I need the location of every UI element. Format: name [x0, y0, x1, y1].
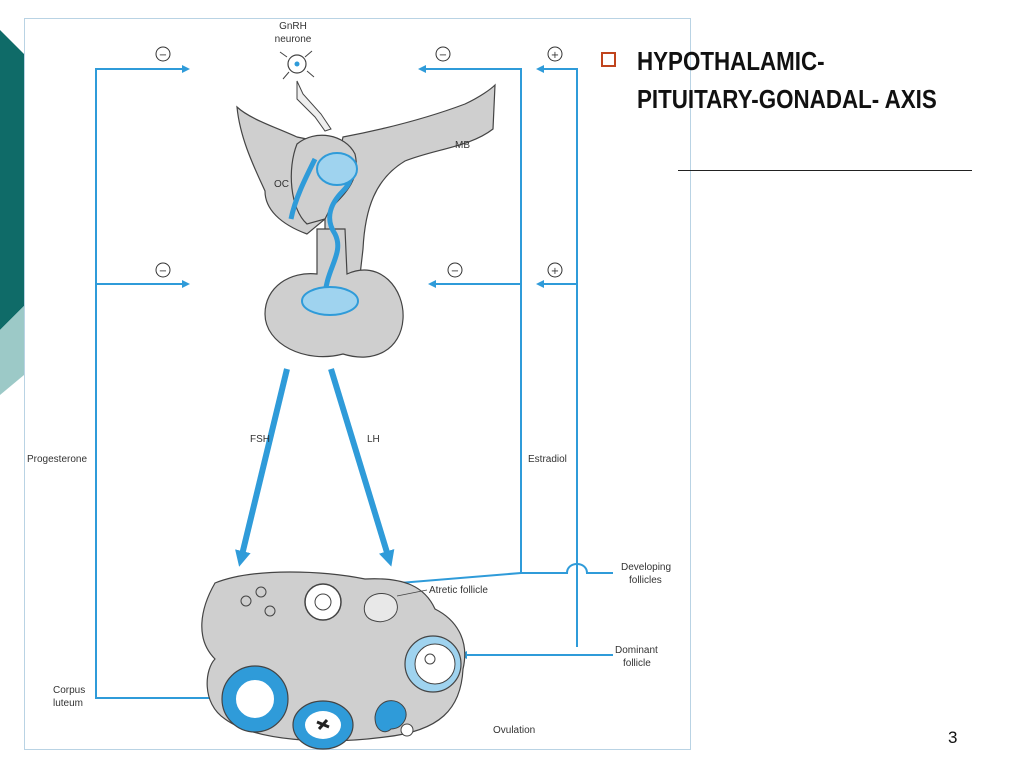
checkbox-bullet-icon	[601, 52, 616, 67]
label-developing: Developing	[621, 562, 671, 573]
corpus-albicans-mark	[316, 719, 330, 730]
label-corpus: Corpus	[53, 685, 85, 696]
developing-follicle	[304, 583, 342, 621]
label-oc: OC	[274, 179, 289, 190]
label-gnrh: GnRH	[279, 21, 307, 32]
left-accent-band	[0, 30, 30, 395]
progesterone-arrow-hypothalamus	[95, 65, 215, 699]
label-fsh: FSH	[250, 434, 270, 445]
label-ovulation: Ovulation	[493, 725, 535, 736]
estradiol-arrow-hypothalamus	[418, 65, 522, 573]
lh-arrow	[328, 368, 395, 567]
minus-sign: −	[451, 266, 459, 277]
capillary-plexus-lower	[301, 286, 359, 316]
minus-sign-circle	[155, 262, 171, 278]
accent-light-shape	[0, 300, 30, 395]
label-mb: MB	[455, 140, 470, 151]
dominant-arrow-hypothalamus	[536, 65, 578, 647]
hpg-axis-figure: − − + − − + GnRH neurone OC MB FSH LH Pr…	[24, 18, 691, 750]
label-progesterone: Progesterone	[27, 454, 87, 465]
minus-sign: −	[439, 50, 447, 61]
minus-sign-circle	[155, 46, 171, 62]
primordial-follicle	[264, 605, 276, 617]
title-line-1: HYPOTHALAMIC-	[637, 46, 825, 76]
diagram-labels: GnRH neurone OC MB FSH LH Progesterone E…	[27, 21, 671, 736]
label-estradiol: Estradiol	[528, 454, 567, 465]
plus-sign-circle	[547, 46, 563, 62]
gnrh-nucleus	[294, 61, 300, 67]
developing-follicle-oocyte	[314, 593, 332, 611]
minus-sign: −	[159, 266, 167, 277]
capillary-plexus-upper	[316, 152, 358, 186]
gnrh-dendrites	[279, 50, 315, 80]
title-underline	[678, 170, 972, 171]
ovary	[201, 571, 466, 750]
plus-sign-circle	[547, 262, 563, 278]
label-neurone: neurone	[275, 34, 312, 45]
accent-dark-shape	[0, 30, 30, 330]
minus-sign-circle	[447, 262, 463, 278]
ruptured-follicle	[374, 700, 407, 733]
label-follicles: follicles	[629, 575, 662, 586]
atretic-follicle	[363, 593, 398, 623]
dominant-follicle-oocyte	[424, 653, 436, 665]
minus-sign-circle	[435, 46, 451, 62]
midbrain-region	[324, 83, 496, 320]
developing-follicles-line	[521, 563, 613, 574]
plus-sign: +	[551, 266, 559, 277]
label-atretic-follicle: Atretic follicle	[429, 585, 488, 596]
hypothalamus-pituitary	[236, 50, 496, 358]
label-dominant: Dominant	[615, 645, 658, 656]
label-luteum: luteum	[53, 698, 83, 709]
ovulated-oocyte	[400, 723, 414, 737]
plus-sign: +	[551, 50, 559, 61]
label-lh: LH	[367, 434, 380, 445]
label-dominant-follicle: follicle	[623, 658, 651, 669]
dominant-follicle-antrum	[414, 643, 456, 685]
corpus-luteum-center	[234, 678, 276, 720]
gnrh-axon	[296, 80, 332, 132]
title-line-2: PITUITARY-GONADAL- AXIS	[637, 84, 937, 114]
atretic-leader-line	[396, 589, 428, 597]
page-number: 3	[948, 728, 958, 747]
fsh-arrow	[235, 368, 290, 567]
hypothalamic-vessel	[288, 157, 318, 220]
primordial-follicle	[240, 595, 252, 607]
feedback-lines	[95, 65, 613, 699]
minus-sign: −	[159, 50, 167, 61]
primordial-follicle	[255, 586, 267, 598]
hpg-axis-diagram: − − + − − + GnRH neurone OC MB FSH LH Pr…	[27, 21, 671, 750]
feedback-signs: − − + − − +	[155, 46, 563, 278]
